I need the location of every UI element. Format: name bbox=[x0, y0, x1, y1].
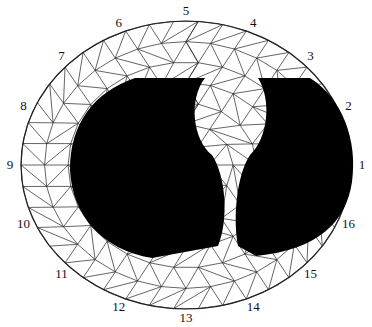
electrode-number: 3 bbox=[307, 49, 314, 63]
electrode-number: 7 bbox=[58, 49, 65, 63]
electrode-number: 16 bbox=[342, 217, 355, 231]
left-lung bbox=[70, 78, 225, 258]
electrode-number: 6 bbox=[115, 16, 122, 30]
electrode-number: 2 bbox=[345, 99, 352, 113]
electrode-number: 5 bbox=[183, 4, 190, 18]
electrode-number: 9 bbox=[7, 158, 14, 172]
electrode-number: 14 bbox=[247, 300, 260, 314]
electrode-number: 10 bbox=[17, 217, 30, 231]
electrode-number: 4 bbox=[250, 16, 257, 30]
electrode-number: 13 bbox=[180, 311, 193, 325]
electrode-number: 1 bbox=[359, 158, 366, 172]
electrode-number: 15 bbox=[304, 267, 317, 281]
electrode-number: 11 bbox=[55, 267, 68, 281]
right-lung bbox=[236, 78, 354, 256]
electrode-number: 8 bbox=[20, 99, 27, 113]
electrode-number: 12 bbox=[112, 300, 125, 314]
